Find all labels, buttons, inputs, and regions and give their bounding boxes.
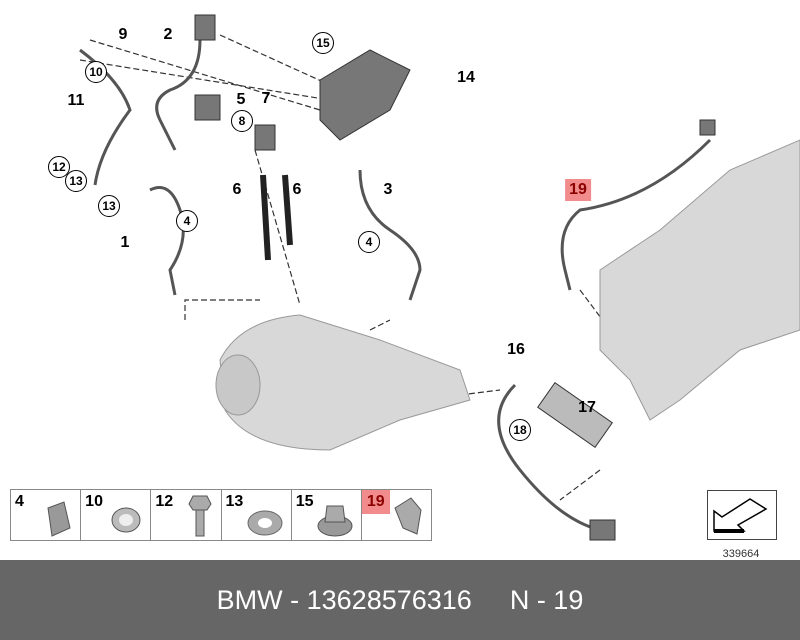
washer-icon (247, 510, 283, 536)
callout-13: 13 (98, 195, 120, 217)
callout-8: 8 (231, 110, 253, 132)
flange-nut-icon (317, 505, 353, 537)
callout-7: 7 (261, 90, 271, 107)
hose-clamp-icon (111, 507, 141, 533)
part-cell-15: 15 (292, 490, 362, 540)
reference-number: 339664 (722, 548, 760, 560)
part-number: 13 (225, 493, 244, 510)
callout-4: 4 (358, 231, 380, 253)
part-number: 4 (15, 493, 24, 510)
part-number: 12 (155, 493, 174, 510)
part-number: 10 (85, 493, 103, 510)
callout-12: 12 (48, 156, 70, 178)
callout-16: 16 (507, 341, 525, 358)
callout-14: 14 (457, 69, 475, 86)
exploded-parts-diagram (79, 14, 800, 541)
callout-11: 11 (67, 92, 85, 109)
callout-15: 15 (312, 32, 334, 54)
callout-13: 13 (65, 170, 87, 192)
part-cell-4: 4 (11, 490, 82, 540)
callout-19-highlighted: 19 (565, 179, 591, 201)
part-cell-13: 13 (222, 490, 292, 540)
position-label: N - 19 (509, 584, 584, 615)
callout-4: 4 (176, 210, 198, 232)
callout-6: 6 (292, 181, 302, 198)
callout-2: 2 (163, 26, 173, 43)
callout-18: 18 (509, 419, 531, 441)
part-cell-19: 19 (361, 490, 431, 540)
part-number: 15 (295, 493, 314, 510)
clip-icon (47, 501, 71, 537)
small-parts-strip: 4 10 12 13 15 19 (10, 489, 432, 541)
part-cell-12: 12 (151, 490, 222, 540)
arrow-icon (713, 498, 768, 533)
callout-5: 5 (236, 91, 246, 108)
part-cell-10: 10 (81, 490, 152, 540)
footer-bar: BMW - 13628576316 N - 19 (0, 560, 800, 640)
callout-10: 10 (85, 61, 107, 83)
direction-arrow-box (707, 490, 777, 540)
callout-3: 3 (383, 181, 393, 198)
part-number-label: BMW - 13628576316 (216, 584, 472, 615)
callout-1: 1 (120, 234, 130, 251)
callout-17: 17 (578, 399, 596, 416)
bracket-clip-icon (394, 497, 422, 535)
callout-9: 9 (118, 26, 128, 43)
callout-6: 6 (232, 181, 242, 198)
part-number-highlighted: 19 (361, 490, 390, 514)
bolt-icon (187, 495, 212, 537)
